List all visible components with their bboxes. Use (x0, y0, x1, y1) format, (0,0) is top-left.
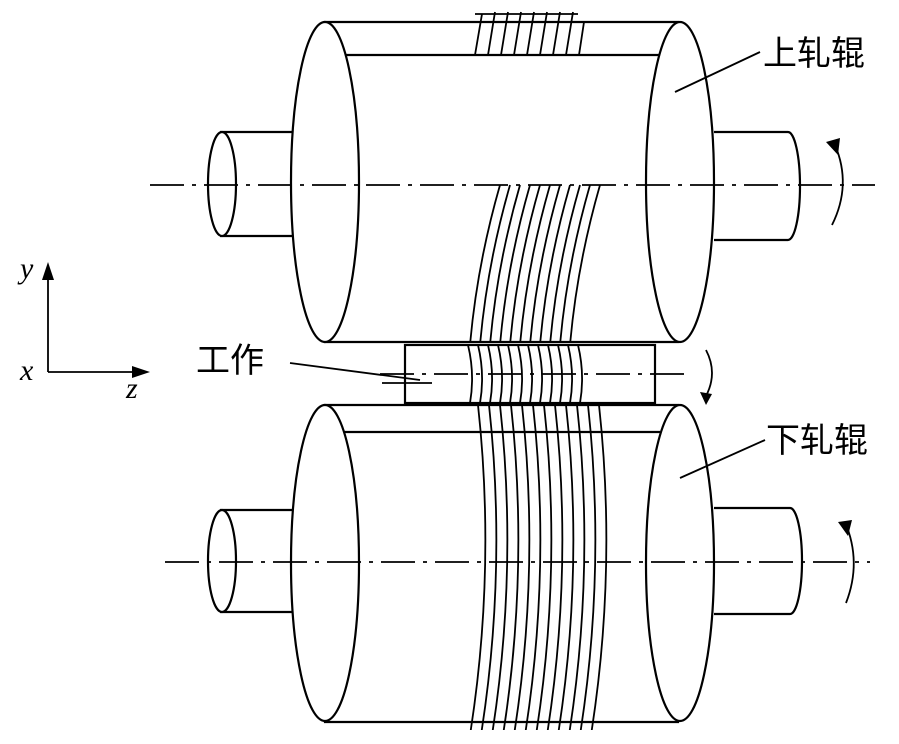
thread-hatch-line (491, 405, 509, 730)
thread-hatch-line (469, 184, 501, 342)
upper-roll-leader (674, 51, 761, 93)
lower-right-face (644, 403, 716, 723)
thread-hatch-line (524, 405, 542, 730)
upper-right-face (644, 20, 716, 344)
thread-hatch-line (487, 345, 493, 403)
upper-roll-hatch (469, 184, 601, 342)
coordinate-axes: y x z (17, 252, 150, 405)
upper-right-shaft (714, 130, 802, 242)
workpiece (380, 343, 713, 405)
lower-left-shaft-end (206, 508, 238, 614)
workpiece-hatch (467, 345, 583, 403)
thread-hatch-line (547, 345, 553, 403)
thread-hatch-line (567, 345, 573, 403)
lower-right-shaft (714, 506, 804, 616)
upper-roll (150, 11, 875, 344)
workpiece-rotation-arrow (705, 349, 713, 397)
labels: 上轧辊 下轧辊 工作 (196, 35, 868, 479)
lower-rotation-arrowhead (838, 520, 852, 536)
thread-hatch-line (529, 184, 561, 342)
upper-thread-stub (474, 11, 585, 56)
lower-left-face (289, 403, 361, 723)
upper-left-face (289, 20, 361, 344)
lower-roll (165, 403, 870, 730)
workpiece-rotation-arrowhead (700, 392, 712, 405)
thread-hatch-line (569, 184, 601, 342)
thread-hatch-line (507, 345, 513, 403)
upper-rotation-arrowhead (826, 138, 840, 155)
thread-hatch-line (469, 405, 487, 730)
thread-hatch-line (517, 345, 523, 403)
thread-hatch-line (537, 345, 543, 403)
thread-hatch-line (502, 405, 520, 730)
thread-hatch-line (479, 184, 511, 342)
thread-hatch-line (489, 184, 521, 342)
lower-roll-body (323, 403, 680, 724)
axis-z-label: z (125, 372, 138, 405)
thread-hatch-line (546, 405, 564, 730)
thread-hatch-line (557, 345, 563, 403)
upper-roll-label: 上轧辊 (763, 35, 865, 73)
thread-hatch-line (557, 405, 575, 730)
axis-y-label: y (17, 252, 34, 285)
thread-hatch-line (549, 184, 581, 342)
thread-hatch-line (513, 405, 531, 730)
workpiece-leader (289, 362, 421, 381)
thread-hatch-line (568, 405, 586, 730)
thread-hatch-line (590, 405, 608, 730)
thread-hatch-line (477, 345, 483, 403)
workpiece-label: 工作 (196, 343, 264, 380)
thread-hatch-line (519, 184, 551, 342)
thread-hatch-line (467, 345, 473, 403)
thread-hatch-line (579, 405, 597, 730)
lower-roll-hatch (469, 405, 608, 730)
lower-roll-leader (679, 439, 766, 479)
thread-hatch-line (577, 345, 583, 403)
thread-hatch-line (535, 405, 553, 730)
thread-hatch-line (559, 184, 591, 342)
axis-x-label: x (19, 354, 34, 387)
lower-roll-label: 下轧辊 (766, 422, 868, 460)
thread-hatch-line (509, 184, 541, 342)
upper-left-shaft-end (206, 130, 238, 238)
thread-hatch-line (527, 345, 533, 403)
thread-hatch-line (497, 345, 503, 403)
thread-hatch-line (499, 184, 531, 342)
thread-hatch-line (480, 405, 498, 730)
upper-roll-body (323, 20, 680, 344)
thread-hatch-line (539, 184, 571, 342)
